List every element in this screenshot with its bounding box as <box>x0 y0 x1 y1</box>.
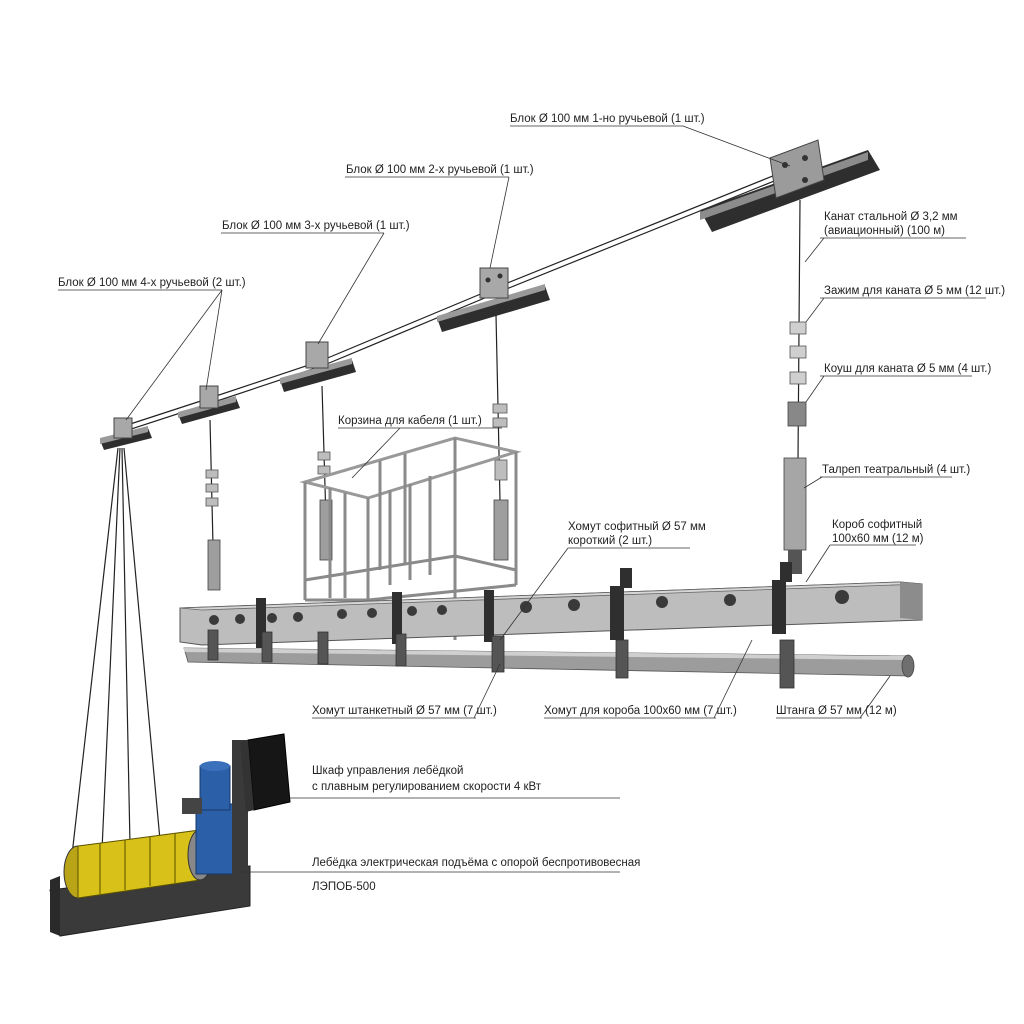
electric-winch <box>49 740 251 937</box>
block-3-groove <box>280 341 356 392</box>
label-turnbuckle: Талреп театральный (4 шт.) <box>822 464 970 476</box>
soffit-box <box>179 581 923 646</box>
block-1-groove <box>700 139 880 232</box>
control-cabinet <box>240 733 291 812</box>
label-pipe-clamp: Хомут штанкетный Ø 57 мм (7 шт.) <box>312 705 497 717</box>
label-pipe: Штанга Ø 57 мм (12 м) <box>776 705 897 717</box>
label-cabinet-line2: с плавным регулированием скорости 4 кВт <box>312 781 542 793</box>
block-4-groove-a <box>178 385 240 424</box>
pipe-bar <box>183 647 915 678</box>
pipe-clamps <box>207 629 795 689</box>
label-thimble: Коуш для каната Ø 5 мм (4 шт.) <box>824 363 991 375</box>
label-box-clamp: Хомут для короба 100х60 мм (7 шт.) <box>544 705 737 717</box>
hanging-line-3 <box>492 314 509 561</box>
block-2-groove <box>437 267 550 332</box>
label-block-1: Блок Ø 100 мм 1-но ручьевой (1 шт.) <box>510 113 705 125</box>
label-cabinet-line1: Шкаф управления лебёдкой <box>312 765 463 777</box>
block-4-groove-b <box>100 417 152 450</box>
hanging-line-4 <box>783 199 807 574</box>
label-cable-line2: (авиационный) (100 м) <box>824 225 945 237</box>
label-block-4: Блок Ø 100 мм 4-х ручьевой (2 шт.) <box>58 277 246 289</box>
label-winch-line2: ЛЭПОБ-500 <box>312 881 376 893</box>
label-winch-line1: Лебёдка электрическая подъёма с опорой б… <box>312 857 640 869</box>
label-basket: Корзина для кабеля (1 шт.) <box>338 415 482 427</box>
leader-lines <box>58 125 986 873</box>
winch-ropes <box>71 447 161 856</box>
label-soffit-clamp-line1: Хомут софитный Ø 57 мм <box>568 521 706 533</box>
hanging-line-1 <box>205 419 221 591</box>
label-cable-line1: Канат стальной Ø 3,2 мм <box>824 211 958 223</box>
label-soffit-clamp-line2: короткий (2 шт.) <box>568 535 652 547</box>
label-soffit-box-line2: 100х60 мм (12 м) <box>832 533 924 545</box>
label-block-2: Блок Ø 100 мм 2-х ручьевой (1 шт.) <box>346 164 534 176</box>
label-clamp: Зажим для каната Ø 5 мм (12 шт.) <box>824 285 1005 297</box>
box-clamps <box>256 562 792 648</box>
label-soffit-box-line1: Короб софитный <box>832 519 922 531</box>
label-block-3: Блок Ø 100 мм 3-х ручьевой (1 шт.) <box>222 220 410 232</box>
